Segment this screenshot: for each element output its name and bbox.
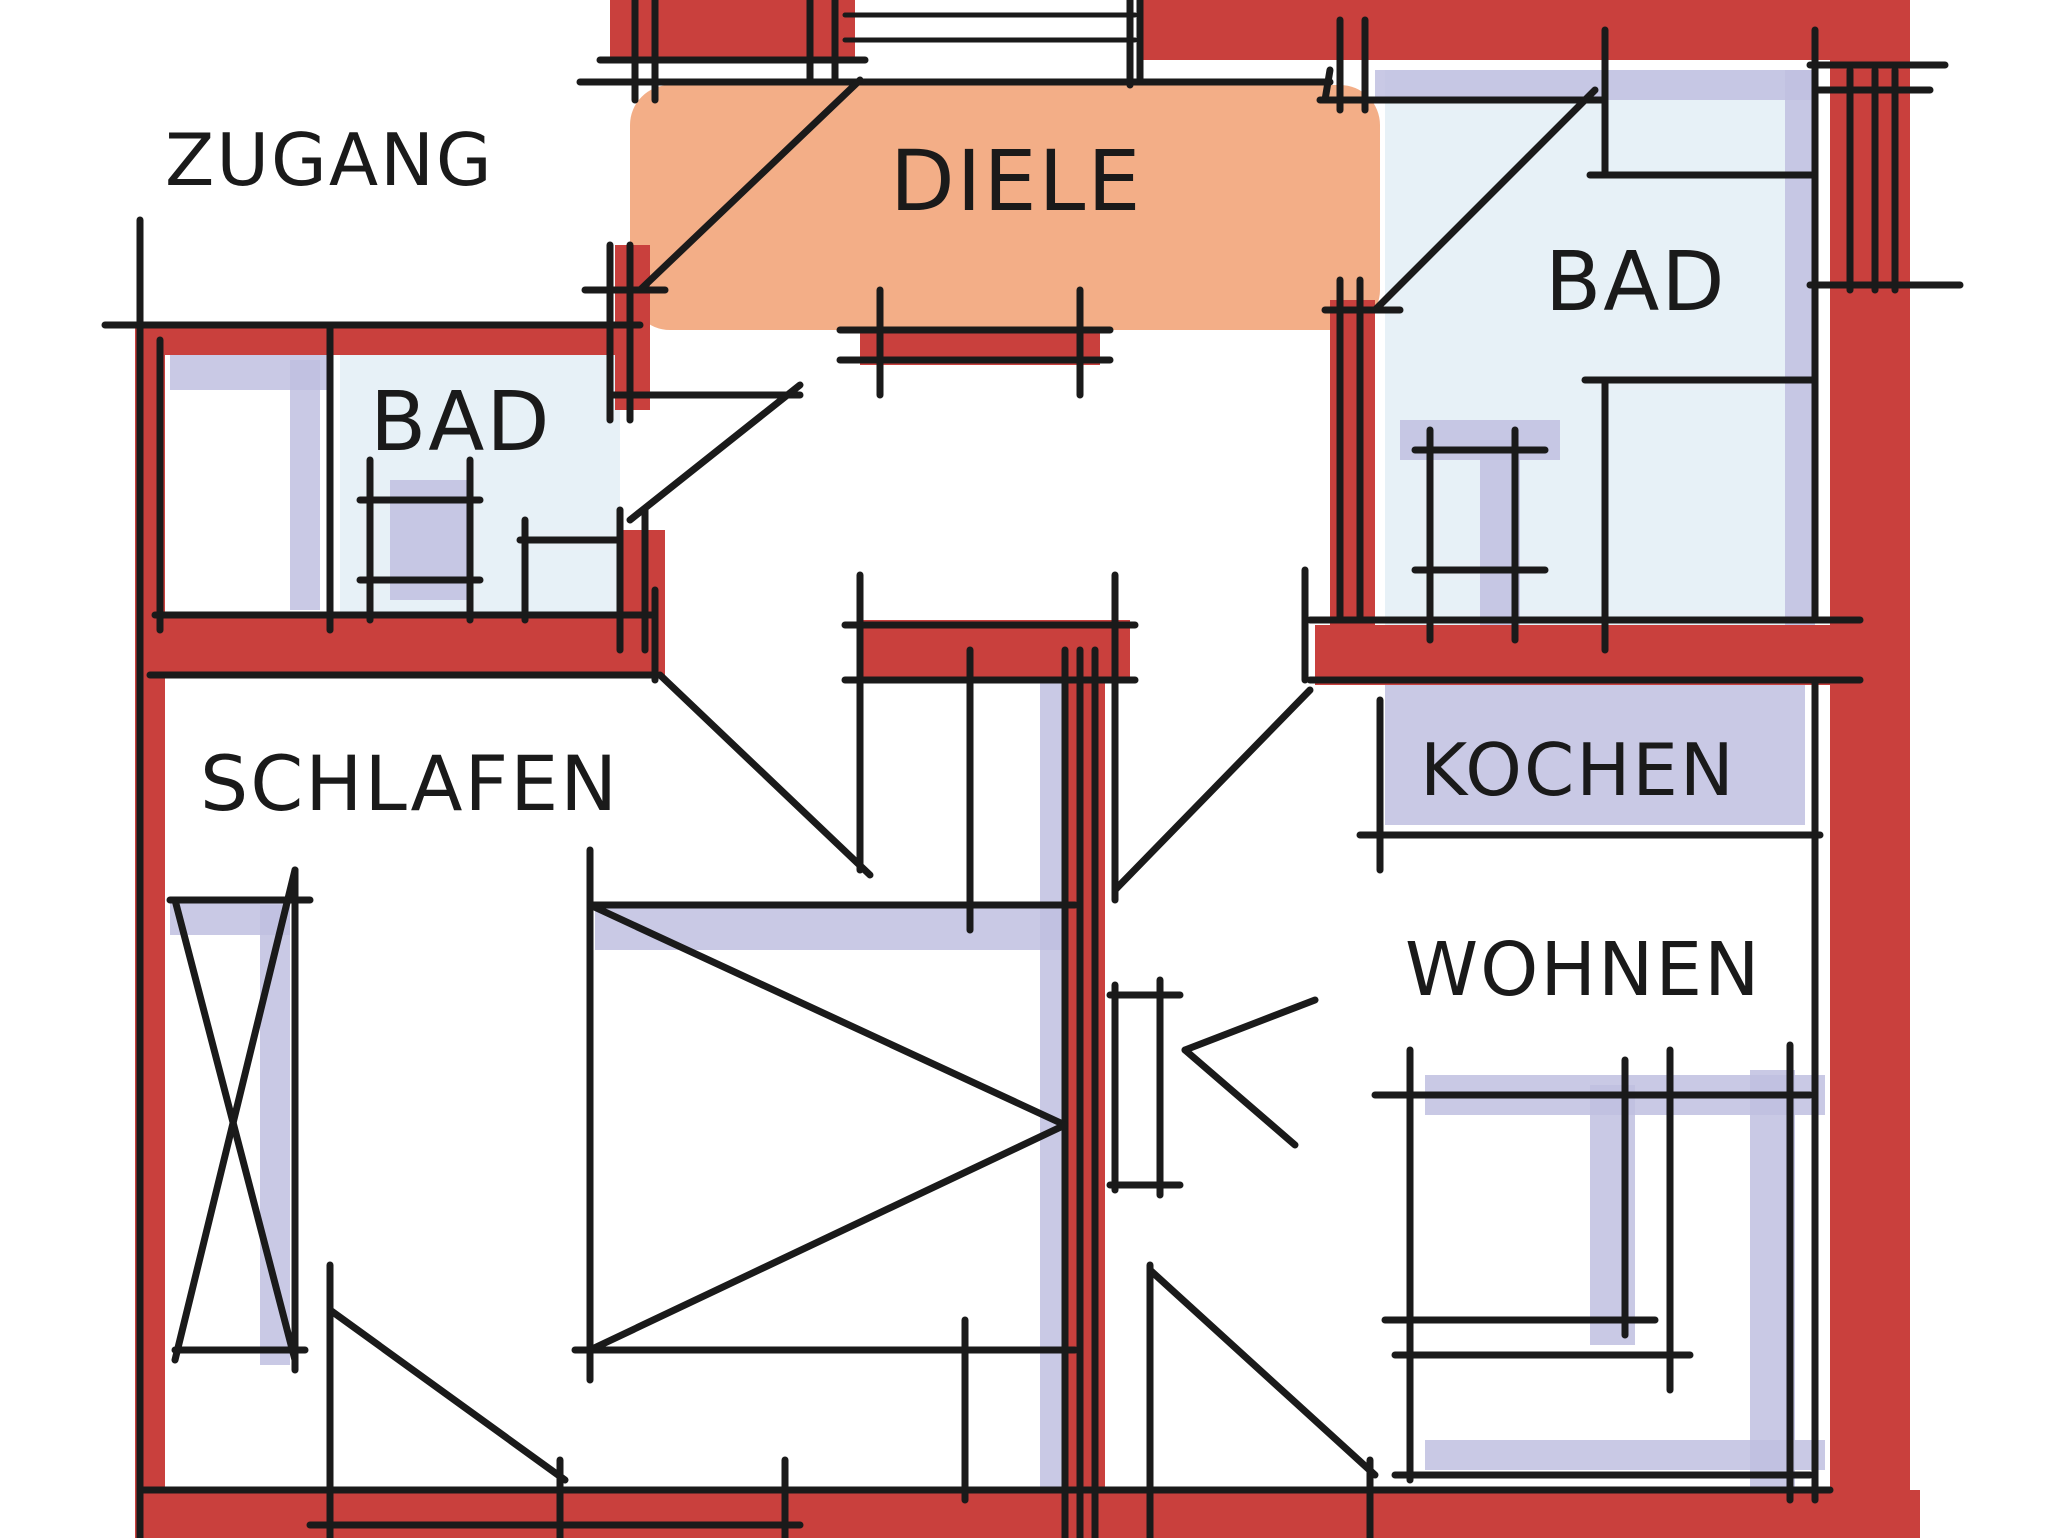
room-label-kochen: KOCHEN [1420,728,1736,812]
room-label-schlafen: SCHLAFEN [200,739,619,828]
bad-right-tile [1385,70,1815,630]
exterior-walls [135,0,1920,1538]
bad-left-tile [340,355,620,615]
ink-linework [101,0,1964,1538]
room-label-zugang: ZUGANG [165,118,494,202]
room-label-bad-left: BAD [370,375,552,470]
room-label-bad-right: BAD [1545,235,1727,330]
room-label-wohnen: WOHNEN [1405,927,1762,1013]
room-label-diele: DIELE [890,132,1142,230]
diele-area [630,85,1380,330]
